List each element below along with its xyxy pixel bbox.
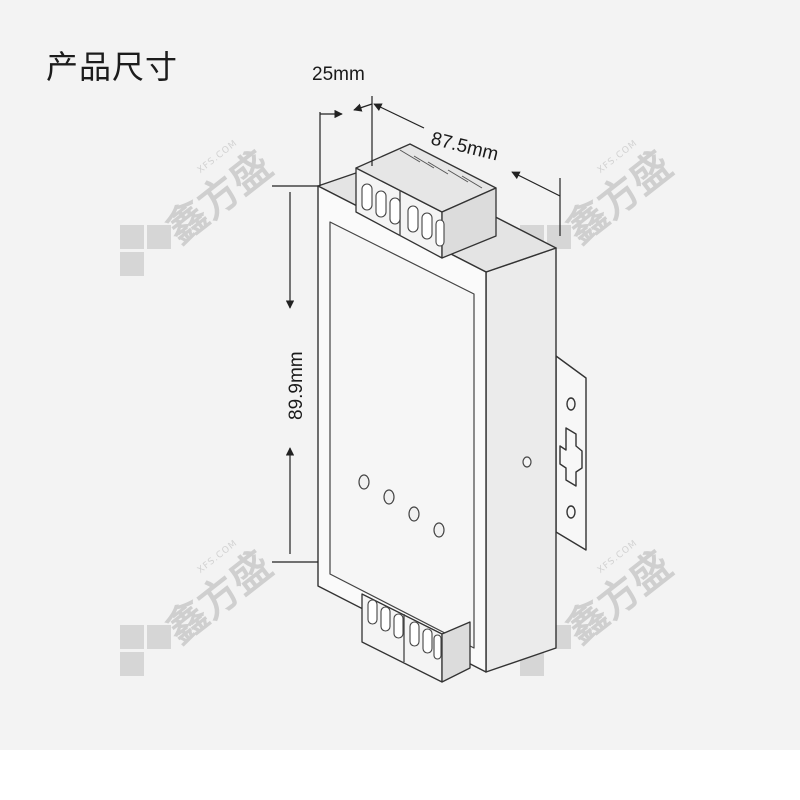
watermark-top-left: 鑫方盛 XFS.COM — [120, 138, 281, 276]
bracket-hole — [566, 505, 576, 519]
dimension-length — [373, 103, 561, 236]
led-indicator — [383, 489, 395, 505]
dimension-height — [272, 185, 318, 563]
dimension-depth — [319, 96, 373, 186]
bracket-slot — [559, 427, 583, 487]
page-title: 产品尺寸 — [46, 48, 179, 86]
enclosure-side-face — [485, 247, 557, 673]
side-screw — [522, 456, 532, 468]
terminal-block-bottom — [361, 593, 471, 683]
terminal-block-top — [355, 143, 497, 259]
led-indicator — [433, 522, 445, 538]
led-indicators — [358, 474, 445, 538]
bracket-hole — [566, 397, 576, 411]
watermark-logo-icon — [120, 625, 171, 676]
din-rail-bracket — [555, 355, 587, 551]
watermark-bottom-left: 鑫方盛 XFS.COM — [120, 538, 281, 676]
led-indicator — [358, 474, 370, 490]
led-indicator — [408, 506, 420, 522]
dimension-height-label: 89.9mm — [286, 351, 307, 420]
bottom-strip — [0, 750, 800, 800]
watermark-logo-icon — [120, 225, 171, 276]
front-panel — [329, 221, 475, 649]
dimension-depth-label: 25mm — [312, 64, 365, 85]
